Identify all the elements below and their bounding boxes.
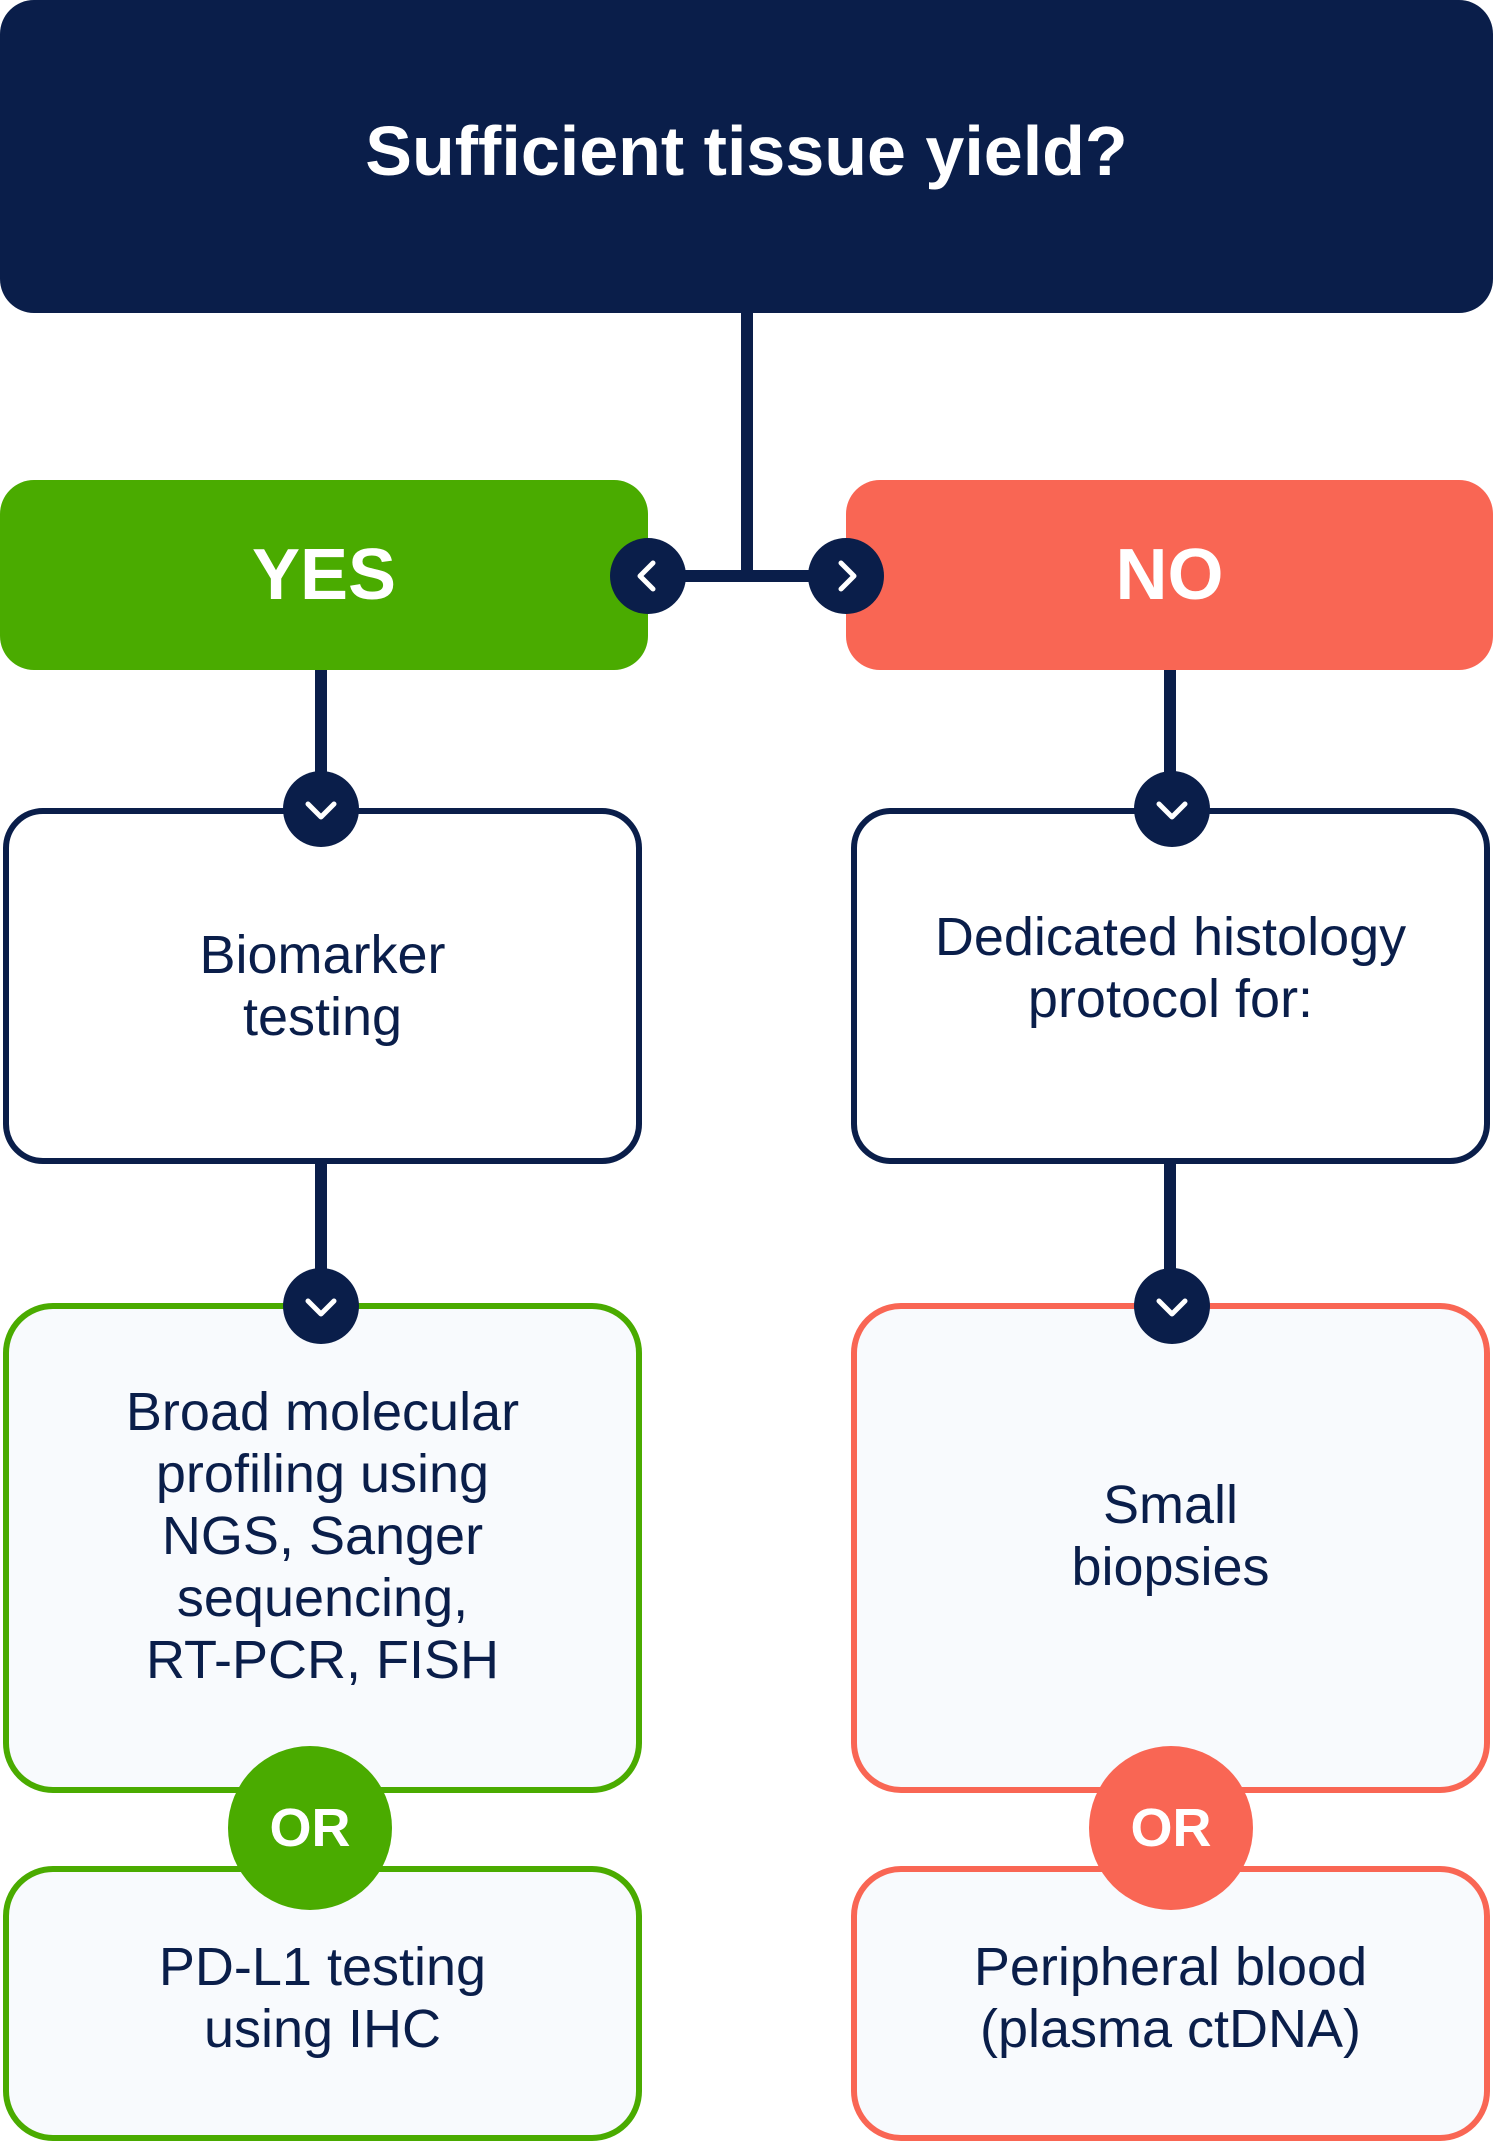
yes-option-b-text: PD-L1 testing using IHC: [158, 1936, 487, 2059]
no-label: NO: [1115, 535, 1224, 615]
no-option-b-box: Peripheral blood (plasma ctDNA): [851, 1866, 1490, 2141]
chevron-down-icon: [283, 771, 359, 847]
no-option-a-text: Small biopsies: [1071, 1475, 1270, 1597]
yes-label: YES: [251, 535, 397, 615]
yes-option-a-text: Broad molecular profiling using NGS, San…: [125, 1382, 520, 1690]
no-step-box: Dedicated histology protocol for:: [851, 808, 1490, 1164]
no-option-b-text: Peripheral blood (plasma ctDNA): [973, 1936, 1368, 2059]
question-title: Sufficient tissue yield?: [365, 111, 1128, 190]
yes-or-badge: OR: [228, 1746, 392, 1910]
no-box: NO: [846, 480, 1493, 670]
yes-step-text: Biomarker testing: [199, 925, 446, 1047]
no-or-label: OR: [1130, 1798, 1212, 1858]
yes-option-a-box: Broad molecular profiling using NGS, San…: [3, 1303, 642, 1793]
yes-box: YES: [0, 480, 648, 670]
connector-horizontal: [648, 570, 848, 582]
chevron-right-icon: [808, 538, 884, 614]
chevron-down-icon: [1134, 1268, 1210, 1344]
chevron-down-icon: [1134, 771, 1210, 847]
chevron-down-icon: [283, 1268, 359, 1344]
yes-or-label: OR: [269, 1798, 351, 1858]
question-box: Sufficient tissue yield?: [0, 0, 1493, 313]
no-step-text: Dedicated histology protocol for:: [934, 907, 1407, 1029]
yes-step-box: Biomarker testing: [3, 808, 642, 1164]
no-or-badge: OR: [1089, 1746, 1253, 1910]
no-option-a-box: Small biopsies: [851, 1303, 1490, 1793]
connector-title-down: [741, 310, 753, 576]
chevron-left-icon: [610, 538, 686, 614]
yes-option-b-box: PD-L1 testing using IHC: [3, 1866, 642, 2141]
